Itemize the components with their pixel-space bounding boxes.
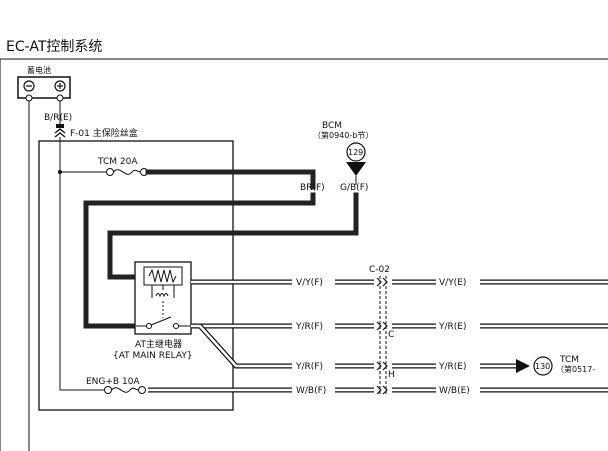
wire-yr-2 [191,323,516,369]
tcm-arrow-icon [516,359,530,373]
bcm-label: BCM [322,121,342,131]
fuse-box-label: F-01 主保险丝盒 [70,127,138,139]
br-wire-loop [83,192,316,329]
bcm-ref: （第0940-b节） [313,130,373,140]
tcm-fuse-symbol [106,168,148,176]
junction-label-br: BR(F) [300,183,325,193]
relay-switch-symbol [136,316,190,329]
wire-label-left-3: W/B(F) [296,386,326,396]
junction-label-gb: G/B(F) [340,183,368,193]
battery-symbol [17,76,71,102]
connector-pin-c: C [388,330,394,340]
tcm-fuse-label: TCM 20A [97,157,138,167]
bcm-arrow-icon [346,162,366,176]
connector-label: C-02 [369,265,390,275]
connector-c02-symbol [376,276,388,396]
wire-label-right-2: Y/R(E) [438,362,467,372]
bcm-connector-number: 129 [348,148,363,157]
relay-label-en: {AT MAIN RELAY} [113,351,193,361]
connector-pin-h: H [388,370,395,380]
wire-label-right-3: W/B(E) [439,386,470,396]
fuse-box-outline [38,140,234,411]
tcm-connector-number: 130 [535,362,550,371]
wire-label-left-1: Y/R(F) [295,322,323,332]
page-title: EC-AT控制系统 [6,39,102,55]
wire-label-right-0: V/Y(E) [439,278,466,288]
wire-label-left-2: Y/R(F) [295,362,323,372]
relay-coil-symbol [143,266,183,318]
gb-wire-loop [107,192,359,280]
wire-label-left-0: V/Y(F) [296,278,323,288]
bcm-connector-circle [346,142,366,162]
eng-fuse-label: ENG+B 10A [86,377,140,387]
tcm-ref: （第0517- [556,364,595,374]
tcm-fuse-output-wire [145,169,316,190]
fuse-box-connector-icon [54,124,66,138]
eng-fuse-symbol [104,386,146,394]
relay-label: AT主继电器 [135,338,182,350]
wire-label-right-1: Y/R(E) [438,322,467,332]
tcm-connector-circle [533,356,553,376]
tcm-label: TCM [559,355,579,365]
battery-label: 蓄电池 [27,65,51,75]
battery-wire-label: B/R(E) [44,113,72,123]
